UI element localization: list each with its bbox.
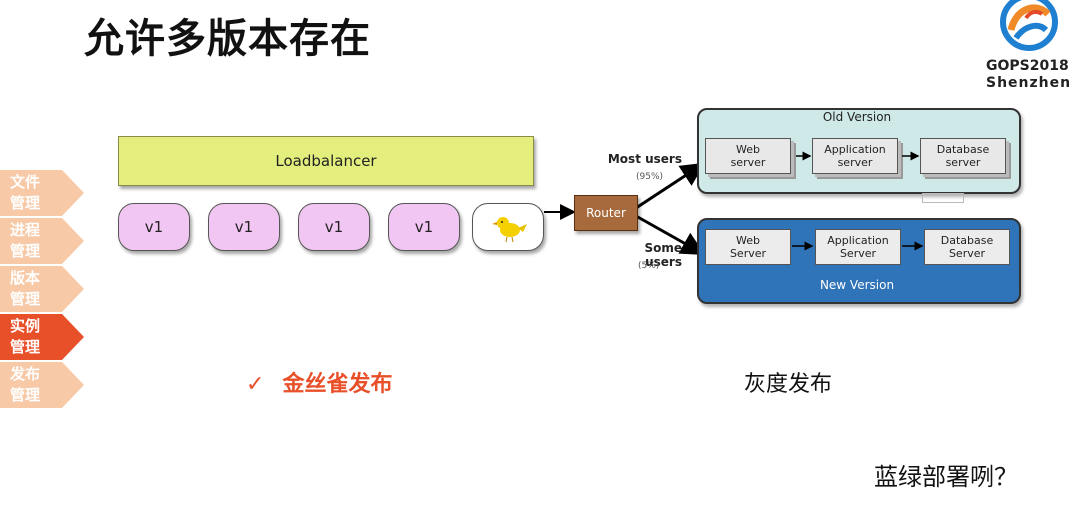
old-version-arrows bbox=[796, 151, 920, 161]
router-box: Router bbox=[574, 195, 638, 231]
loadbalancer-label: Loadbalancer bbox=[275, 152, 377, 170]
canary-release-label: 金丝雀发布 bbox=[282, 372, 393, 397]
some-users-pct: (5%) bbox=[638, 261, 660, 271]
instance-v1: v1 bbox=[388, 203, 460, 251]
router-connectors bbox=[544, 162, 706, 255]
some-users-label: Some users bbox=[644, 241, 682, 269]
instance-label: v1 bbox=[324, 218, 344, 236]
sidebar-item-file-management[interactable]: 文件管理 bbox=[0, 170, 84, 216]
sidebar-item-version-management[interactable]: 版本管理 bbox=[0, 266, 84, 312]
sidebar-item-label: 发布管理 bbox=[10, 365, 41, 404]
sidebar-item-label: 版本管理 bbox=[10, 269, 41, 308]
instance-v1: v1 bbox=[118, 203, 190, 251]
old-version-title: Old Version bbox=[822, 110, 892, 124]
canary-instance bbox=[472, 203, 544, 251]
instance-v1: v1 bbox=[298, 203, 370, 251]
sidebar-item-process-management[interactable]: 进程管理 bbox=[0, 218, 84, 264]
logo-line2: Shenzhen bbox=[986, 75, 1072, 91]
router-label: Router bbox=[586, 206, 626, 220]
old-db-server-box: Database server bbox=[920, 138, 1006, 174]
most-users-pct: (95%) bbox=[636, 172, 664, 182]
instance-label: v1 bbox=[144, 218, 164, 236]
new-version-title: New Version bbox=[819, 278, 895, 292]
sidebar-item-label: 文件管理 bbox=[10, 173, 41, 212]
sidebar-item-instance-management[interactable]: 实例管理 bbox=[0, 314, 84, 360]
new-db-server-box: Database Server bbox=[924, 229, 1010, 265]
small-watermark bbox=[922, 193, 964, 203]
new-version-arrows bbox=[792, 241, 924, 251]
gops-logo bbox=[986, 0, 1076, 100]
sidebar-item-label: 实例管理 bbox=[10, 317, 41, 356]
sidebar-item-release-management[interactable]: 发布管理 bbox=[0, 362, 84, 408]
instance-label: v1 bbox=[414, 218, 434, 236]
gray-release-caption: 灰度发布 bbox=[744, 372, 833, 397]
logo-line1: GOPS2018 bbox=[986, 58, 1069, 74]
check-icon: ✓ bbox=[246, 372, 265, 397]
sidebar-item-label: 进程管理 bbox=[10, 221, 41, 260]
canary-release-caption: ✓ 金丝雀发布 bbox=[246, 366, 392, 398]
logo-text: GOPS2018 Shenzhen bbox=[986, 58, 1078, 92]
page-title: 允许多版本存在 bbox=[84, 16, 371, 62]
loadbalancer-box: Loadbalancer bbox=[118, 136, 534, 186]
most-users-label: Most users bbox=[607, 152, 682, 166]
old-app-server-box: Application server bbox=[812, 138, 898, 174]
blue-green-question: 蓝绿部署咧？ bbox=[874, 463, 1018, 491]
old-web-server-box: Web server bbox=[705, 138, 791, 174]
instance-label: v1 bbox=[234, 218, 254, 236]
new-app-server-box: Application Server bbox=[815, 229, 901, 265]
new-web-server-box: Web Server bbox=[705, 229, 791, 265]
canary-bird-icon bbox=[492, 217, 527, 243]
instance-v1: v1 bbox=[208, 203, 280, 251]
